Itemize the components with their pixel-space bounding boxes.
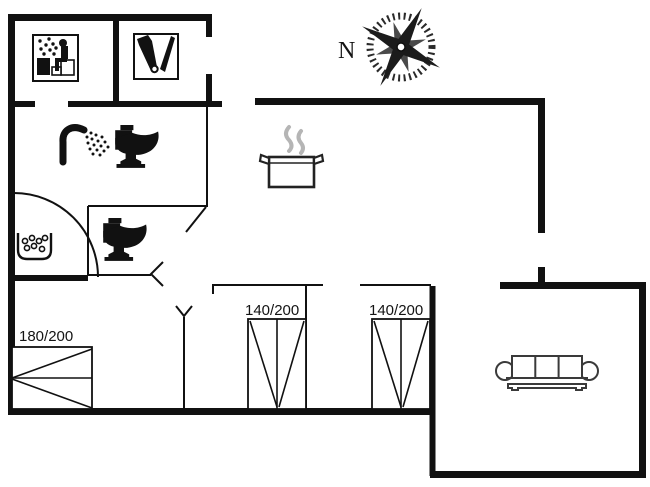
toilet-icon [103,218,147,261]
door-opening-chevron [149,261,164,287]
outer-walls [8,14,646,478]
bed-140x200 [247,318,307,410]
bed-size-label: 140/200 [369,302,423,319]
whirlpool-icon [16,233,53,261]
cooking-pot-icon [258,125,325,189]
bed-140x200 [371,318,431,410]
inner-walls [8,14,436,476]
bed-size-label: 180/200 [19,328,73,345]
bed-180x200 [11,346,93,410]
curved-wall [13,192,99,278]
sauna-icon [32,34,79,82]
compass-rose-icon [362,8,440,86]
bed-size-label: 140/200 [245,302,299,319]
bottles-icon [133,33,179,80]
door-swing-line [185,206,207,233]
door-opening-chevron [175,305,193,318]
shower-icon [59,124,110,166]
sofa-icon [495,355,599,391]
toilet-icon [115,125,159,168]
compass-north-label: N [338,38,355,64]
